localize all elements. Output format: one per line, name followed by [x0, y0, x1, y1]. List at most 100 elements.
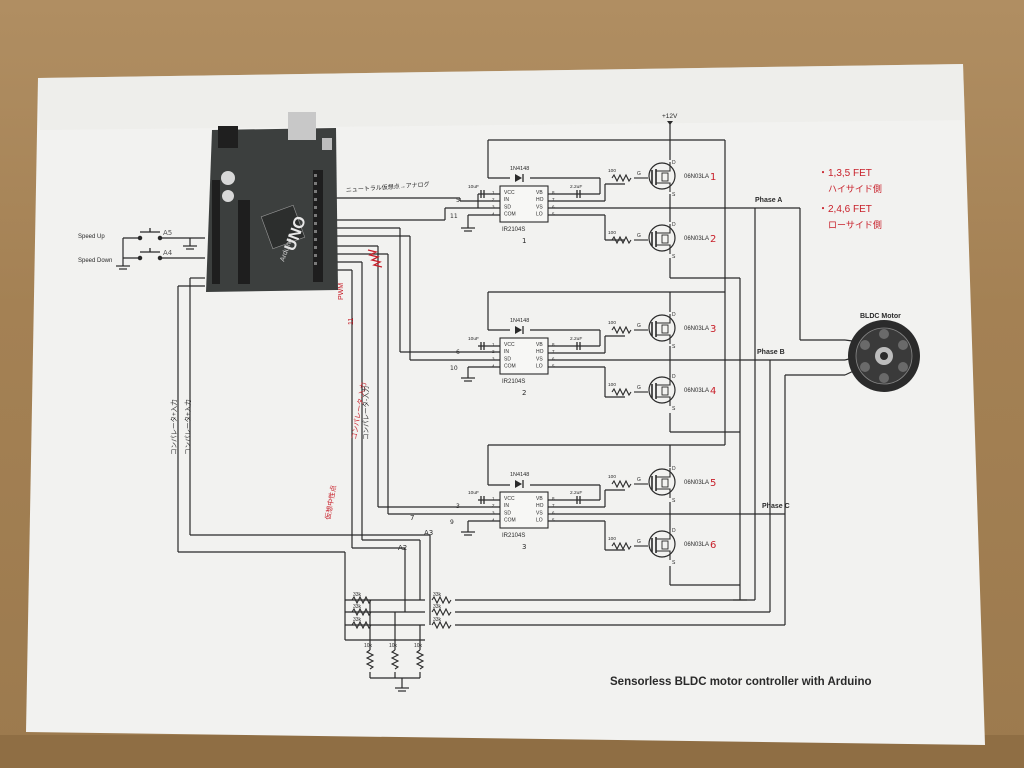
- note-high-side: ・1,3,5 FET: [818, 168, 872, 179]
- fet-gate-pin: G: [637, 539, 641, 545]
- pin-a2-label: A2: [398, 544, 407, 552]
- fet-gate-pin: G: [637, 323, 641, 329]
- fet-gate-pin: G: [637, 233, 641, 239]
- capacitor-vcc-label: 10uF: [468, 184, 479, 190]
- fet-number-label: 5: [710, 478, 716, 489]
- gate-resistor-icon: [611, 541, 632, 551]
- driver-pin-label: HO: [536, 503, 544, 509]
- diode-icon: [515, 480, 522, 488]
- fet-drain-pin: D: [672, 374, 676, 380]
- driver-pin-number: 2: [492, 197, 495, 202]
- speed-up-label: Speed Up: [78, 234, 105, 240]
- page-title: Sensorless BLDC motor controller with Ar…: [610, 676, 872, 688]
- driver-chip-label: IR2104S: [502, 533, 525, 539]
- fet-drain-pin: D: [672, 160, 676, 166]
- divider-r-bottom-label: 10k: [414, 643, 423, 649]
- divider-r-top-label: 33k: [353, 617, 362, 623]
- driver-sd-pin-label: 9: [450, 519, 454, 526]
- fet-model-label: 06N03LA: [684, 480, 709, 486]
- driver-pin-label: VS: [536, 204, 543, 210]
- driver-pin-number: 2: [492, 349, 495, 354]
- note-low-side: ・2,4,6 FET: [818, 204, 872, 215]
- mosfet-icon: [648, 530, 676, 558]
- driver-pin-number: 6: [552, 356, 555, 361]
- divider-r-top-label: 33k: [433, 592, 442, 598]
- gate-resistor-icon: [611, 235, 632, 245]
- fet-number-label: 1: [710, 172, 716, 183]
- driver-pin-number: 5: [552, 364, 555, 369]
- fet-source-pin: S: [672, 560, 676, 566]
- handwritten-marker: [367, 249, 383, 268]
- driver-pin-number: 4: [492, 518, 495, 523]
- pin-a3-label: A3: [424, 529, 433, 537]
- divider-r-bottom-label: 10k: [389, 643, 398, 649]
- gate-driver-1: VCCINSDCOMVBHOVSLO12348765IR2104S15111N4…: [450, 166, 582, 245]
- driver-pin-number: 4: [492, 364, 495, 369]
- diode-label: 1N4148: [510, 472, 529, 478]
- fet-model-label: 06N03LA: [684, 326, 709, 332]
- driver-pin-number: 2: [492, 503, 495, 508]
- driver-pin-label: COM: [504, 518, 516, 524]
- phase-c-label: Phase C: [762, 503, 790, 510]
- divider-resistor-icon: [351, 620, 372, 630]
- gate-resistor-label: 100: [608, 168, 616, 174]
- driver-pin-label: SD: [504, 356, 511, 362]
- driver-pin-label: HO: [536, 349, 544, 355]
- driver-pin-number: 6: [552, 204, 555, 209]
- speed-down-label: Speed Down: [78, 258, 112, 264]
- mosfet-icon: [648, 468, 676, 496]
- divider-r-top-label: 33k: [353, 592, 362, 598]
- driver-pin-label: VB: [536, 342, 543, 348]
- driver-pin-label: IN: [504, 349, 509, 355]
- arduino-board: UNO Arduino: [206, 112, 338, 292]
- driver-pin-label: VB: [536, 496, 543, 502]
- diode-label: 1N4148: [510, 318, 529, 324]
- diode-icon: [515, 174, 522, 182]
- driver-pin-label: VB: [536, 190, 543, 196]
- mosfet-icon: [648, 224, 676, 252]
- driver-pin-number: 6: [552, 510, 555, 515]
- driver-sd-pin-label: 10: [450, 365, 458, 372]
- mosfet-icon: [648, 162, 676, 190]
- driver-pin-label: VS: [536, 510, 543, 516]
- divider-resistor-icon: [351, 595, 372, 605]
- divider-resistor-icon: [431, 620, 452, 630]
- fet-source-pin: S: [672, 406, 676, 412]
- driver-pin-number: 4: [492, 212, 495, 217]
- fet-gate-pin: G: [637, 477, 641, 483]
- supply-label: +12V: [662, 113, 678, 120]
- driver-pin-label: IN: [504, 503, 509, 509]
- divider-resistor-icon: [365, 649, 375, 670]
- fet-gate-pin: G: [637, 171, 641, 177]
- driver-pin-label: VS: [536, 356, 543, 362]
- driver-pin-number: 5: [552, 212, 555, 217]
- divider-r-top-label: 33k: [433, 604, 442, 610]
- driver-pin-number: 3: [492, 356, 495, 361]
- capacitor-boot-label: 2.2uF: [570, 336, 582, 342]
- fet-model-label: 06N03LA: [684, 174, 709, 180]
- speed-up-button: [137, 228, 163, 241]
- driver-pin-number: 3: [492, 510, 495, 515]
- driver-pin-label: LO: [536, 212, 543, 218]
- fet-number-label: 3: [710, 324, 716, 335]
- fet-source-pin: S: [672, 498, 676, 504]
- driver-chip-label: IR2104S: [502, 227, 525, 233]
- pin-7-label: 7: [410, 514, 414, 522]
- divider-r-top-label: 33k: [433, 617, 442, 623]
- gate-resistor-icon: [611, 387, 632, 397]
- gate-driver-group: VCCINSDCOMVBHOVSLO12348765IR2104S15111N4…: [450, 166, 582, 551]
- fet-model-label: 06N03LA: [684, 542, 709, 548]
- driver-chip-label: IR2104S: [502, 379, 525, 385]
- capacitor-vcc-label: 10uF: [468, 336, 479, 342]
- driver-in-pin-label: 5: [456, 197, 460, 204]
- note-low-side-jp: ローサイド側: [828, 219, 882, 230]
- driver-number-label: 1: [522, 237, 526, 245]
- phase-a-label: Phase A: [755, 197, 782, 204]
- divider-resistor-icon: [351, 607, 372, 617]
